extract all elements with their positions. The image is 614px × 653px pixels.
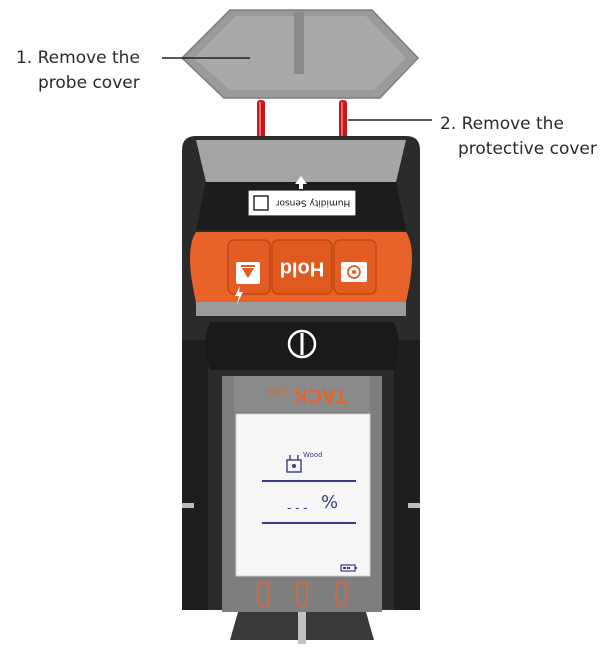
probe-cover <box>180 9 420 99</box>
power-button[interactable] <box>205 322 399 370</box>
callout-2-line1: 2. Remove the <box>440 114 564 134</box>
moisture-probes <box>257 100 347 138</box>
callout-1-line1: 1. Remove the <box>16 48 140 68</box>
lightning-icon <box>235 286 243 304</box>
callout-2-line2: protective cover <box>458 139 597 159</box>
brand-logo: TACK LIFE <box>266 385 347 407</box>
lcd-mode-label: Wood <box>303 451 323 459</box>
lcd-unit: % <box>321 492 338 513</box>
wood-mode-icon <box>341 262 367 282</box>
svg-text:TACK: TACK <box>292 385 347 407</box>
wood-mode-button[interactable] <box>333 239 377 295</box>
lcd-screen: Wood - - - % <box>235 413 371 577</box>
stud-scan-icon <box>236 262 260 284</box>
up-arrow-icon <box>295 176 307 184</box>
svg-text:LIFE: LIFE <box>266 387 285 397</box>
stud-scan-button[interactable] <box>227 239 271 304</box>
wood-mode-indicator <box>286 455 302 473</box>
battery-icon <box>340 564 357 572</box>
power-icon <box>287 329 317 359</box>
lcd-reading: - - - <box>287 501 308 515</box>
led-indicators <box>257 581 347 607</box>
hold-label: Hold <box>280 258 324 280</box>
cover-slot <box>294 12 304 74</box>
callout-remove-probe-cover: 1. Remove the probe cover <box>16 46 140 96</box>
hold-button[interactable]: Hold <box>271 239 333 295</box>
callout-1-line2: probe cover <box>38 73 140 93</box>
sensor-label-text: Humidity Sensor <box>275 198 350 208</box>
callout-remove-protective-cover: 2. Remove the protective cover <box>440 112 597 162</box>
sensor-label-panel: Humidity Sensor <box>247 176 357 217</box>
